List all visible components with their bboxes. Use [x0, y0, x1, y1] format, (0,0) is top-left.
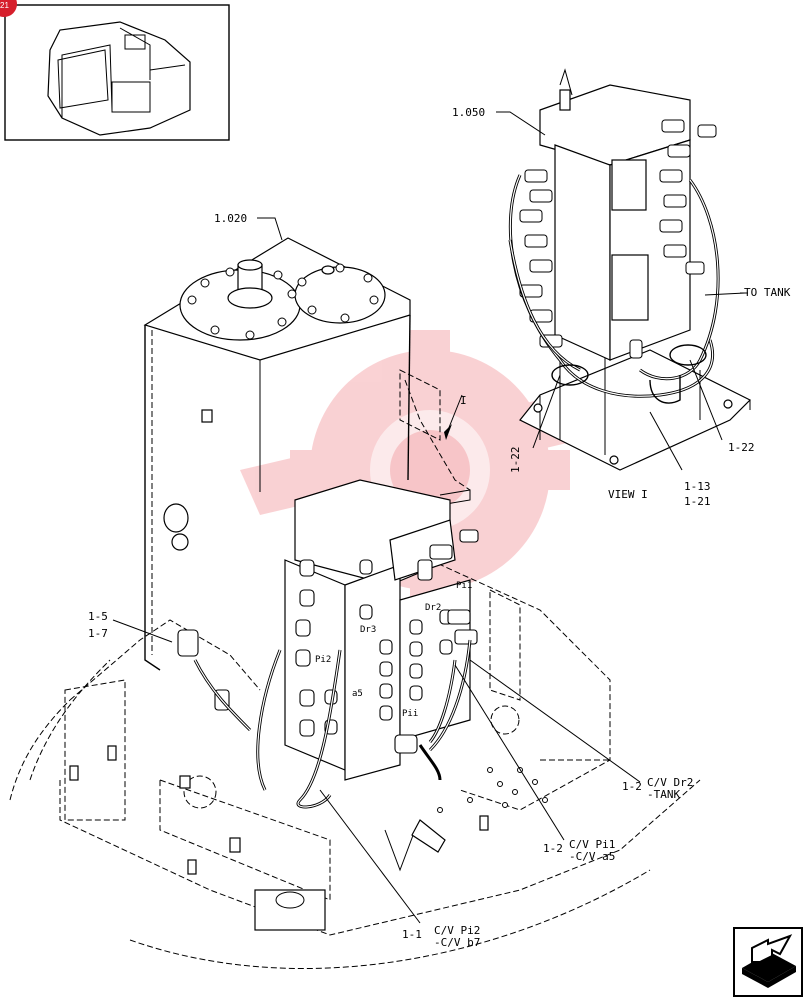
ref-1-1-desc1: C/V Pi2: [434, 924, 480, 937]
base-frame: [9, 369, 701, 970]
tank-bolts: [187, 263, 379, 340]
view-i-label: VIEW I: [608, 488, 648, 501]
view-i-fittings: [519, 119, 717, 359]
view-i-valve: [539, 68, 691, 361]
ref-1-2-pi1: 1-2: [543, 842, 563, 855]
leader-lines: [112, 111, 748, 924]
svg-text:I: I: [460, 394, 467, 407]
svg-text:21: 21: [0, 1, 9, 10]
ref-1-2-dr2-desc1: C/V Dr2: [647, 776, 693, 789]
port-label-pi1: Pi1: [456, 581, 472, 591]
ref-1-2-pi1-desc2: -C/V a5: [569, 850, 615, 863]
ref-1-1: 1-1: [402, 928, 422, 941]
ref-1-21: 1-21: [684, 495, 711, 508]
label-to-tank: TO TANK: [744, 286, 791, 299]
ref-1-2-dr2-desc2: -TANK: [647, 788, 680, 801]
port-label-dr2: Dr2: [425, 603, 441, 613]
port-label-pi2: Pi2: [315, 655, 331, 665]
ref-1-1-desc2: -C/V b7: [434, 936, 480, 949]
port-label-dr3: Dr3: [360, 625, 376, 635]
ref-1020: 1.020: [214, 212, 247, 225]
view-i-hoses: [508, 174, 746, 404]
excavator-thumbnail[interactable]: [4, 4, 230, 141]
ref-1-22-right: 1-22: [728, 441, 755, 454]
ref-1-7: 1-7: [88, 627, 108, 640]
page-badge: 21: [0, 0, 17, 17]
port-label-a5: a5: [352, 689, 363, 699]
view-arrow: I: [444, 394, 467, 440]
next-page-button[interactable]: [733, 927, 803, 997]
ref-1-13: 1-13: [684, 480, 711, 493]
pilot-hoses-main: [193, 639, 472, 809]
ref-1-22-left: 1-22: [509, 447, 522, 474]
ref-1-2-pi1-desc1: C/V Pi1: [569, 838, 615, 851]
arrow-icon: [742, 934, 796, 988]
ref-1050: 1.050: [452, 106, 485, 119]
frame-holes: [437, 767, 548, 813]
ref-1-2-dr2: 1-2: [622, 780, 642, 793]
ref-1-5: 1-5: [88, 610, 108, 623]
port-label-pii: Pii: [402, 709, 418, 719]
